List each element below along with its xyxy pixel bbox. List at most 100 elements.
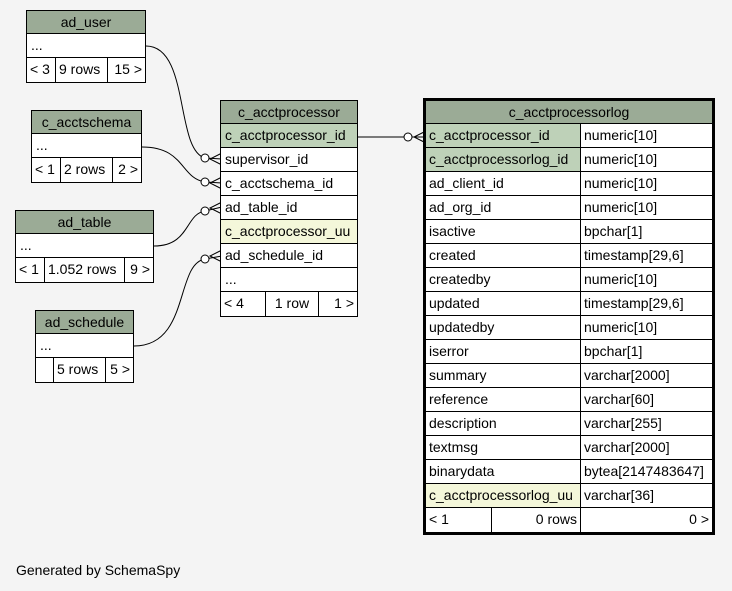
edge-end-circle <box>403 132 413 142</box>
table-ad-schedule[interactable]: ad_schedule ... 5 rows 5 > <box>35 310 134 383</box>
column-type: varchar[2000] <box>584 367 670 383</box>
column-ad-table-id[interactable]: ad_table_id <box>221 196 357 220</box>
edge-end-circle <box>200 206 210 216</box>
row-count-nav: < 3 9 rows 15 > <box>27 58 145 82</box>
table-header[interactable]: ad_table <box>16 211 153 234</box>
row-count: 2 rows <box>61 158 113 182</box>
column-type: bytea[2147483647] <box>584 463 704 479</box>
row-count: 5 rows <box>54 358 106 382</box>
table-ad-table[interactable]: ad_table ... < 1 1.052 rows 9 > <box>15 210 154 283</box>
row-count-nav: < 1 2 rows 2 > <box>32 158 141 182</box>
column-type: varchar[2000] <box>584 439 670 455</box>
column-supervisor-id[interactable]: supervisor_id <box>221 148 357 172</box>
next-count: 15 > <box>114 61 142 77</box>
edge-acctschema <box>141 146 223 184</box>
next-count: 2 > <box>118 161 138 177</box>
column-type: numeric[10] <box>584 175 658 191</box>
column-type: numeric[10] <box>584 319 658 335</box>
row-count: 0 rows <box>492 508 581 532</box>
column-type: timestamp[29,6] <box>584 247 684 263</box>
table-ad-user[interactable]: ad_user ... < 3 9 rows 15 > <box>26 10 146 83</box>
column-name: updatedby <box>426 316 581 339</box>
column-type: numeric[10] <box>584 271 658 287</box>
column-name: createdby <box>426 268 581 291</box>
prev-count: < 1 <box>426 508 492 532</box>
table-header[interactable]: ad_user <box>27 11 145 34</box>
table-ellipsis: ... <box>36 334 133 358</box>
edge-ad-user-supervisor <box>145 45 223 160</box>
row-count: 1.052 rows <box>45 258 125 282</box>
column-name: textmsg <box>426 436 581 459</box>
row-count: 1 row <box>266 292 319 316</box>
edge-end-circle <box>200 153 210 163</box>
footer-credit: Generated by SchemaSpy <box>16 562 181 578</box>
prev-count: < 4 <box>221 292 266 316</box>
next-count: 0 > <box>689 511 709 527</box>
column-name: iserror <box>426 340 581 363</box>
table-ellipsis: ... <box>221 268 357 292</box>
prev-count: < 1 <box>32 158 61 182</box>
column-name: ad_client_id <box>426 172 581 195</box>
row-count-nav: 5 rows 5 > <box>36 358 133 382</box>
column-type: numeric[10] <box>584 199 658 215</box>
column-name: c_acctprocessorlog_id <box>426 148 581 171</box>
column-name: created <box>426 244 581 267</box>
column-name: binarydata <box>426 460 581 483</box>
table-ellipsis: ... <box>16 234 153 258</box>
column-type: numeric[10] <box>584 151 658 167</box>
table-ellipsis: ... <box>32 134 141 158</box>
next-count: 5 > <box>110 361 130 377</box>
edge-ad-table <box>153 206 223 247</box>
column-name: updated <box>426 292 581 315</box>
table-header[interactable]: c_acctprocessorlog <box>426 101 712 124</box>
table-header[interactable]: c_acctprocessor <box>221 101 357 124</box>
column-name: description <box>426 412 581 435</box>
column-name: summary <box>426 364 581 387</box>
prev-count: < 3 <box>27 58 56 82</box>
column-name: c_acctprocessor_id <box>426 124 581 147</box>
table-c-acctschema[interactable]: c_acctschema ... < 1 2 rows 2 > <box>31 110 142 183</box>
column-type: timestamp[29,6] <box>584 295 684 311</box>
column-name: reference <box>426 388 581 411</box>
row-count-nav: < 4 1 row 1 > <box>221 292 357 316</box>
column-name: isactive <box>426 220 581 243</box>
table-ellipsis: ... <box>27 34 145 58</box>
table-header[interactable]: c_acctschema <box>32 111 141 134</box>
row-count-nav: < 1 1.052 rows 9 > <box>16 258 153 282</box>
column-type: bpchar[1] <box>584 223 643 239</box>
row-count: 9 rows <box>56 58 108 82</box>
column-c-acctprocessor-id[interactable]: c_acctprocessor_id <box>221 124 357 148</box>
table-c-acctprocessor[interactable]: c_acctprocessor c_acctprocessor_id super… <box>220 100 358 317</box>
table-header[interactable]: ad_schedule <box>36 311 133 334</box>
column-type: varchar[60] <box>584 391 655 407</box>
edge-end-circle <box>200 177 210 187</box>
next-count: 9 > <box>130 261 150 277</box>
column-c-acctprocessor-uu[interactable]: c_acctprocessor_uu <box>221 220 357 244</box>
column-type: numeric[10] <box>584 127 658 143</box>
column-c-acctschema-id[interactable]: c_acctschema_id <box>221 172 357 196</box>
column-ad-schedule-id[interactable]: ad_schedule_id <box>221 244 357 268</box>
next-count: 1 > <box>334 295 354 311</box>
prev-count <box>36 358 54 382</box>
edge-end-circle <box>200 254 210 264</box>
column-type: bpchar[1] <box>584 343 643 359</box>
prev-count: < 1 <box>16 258 45 282</box>
row-count-nav: < 1 0 rows 0 > <box>426 508 712 532</box>
